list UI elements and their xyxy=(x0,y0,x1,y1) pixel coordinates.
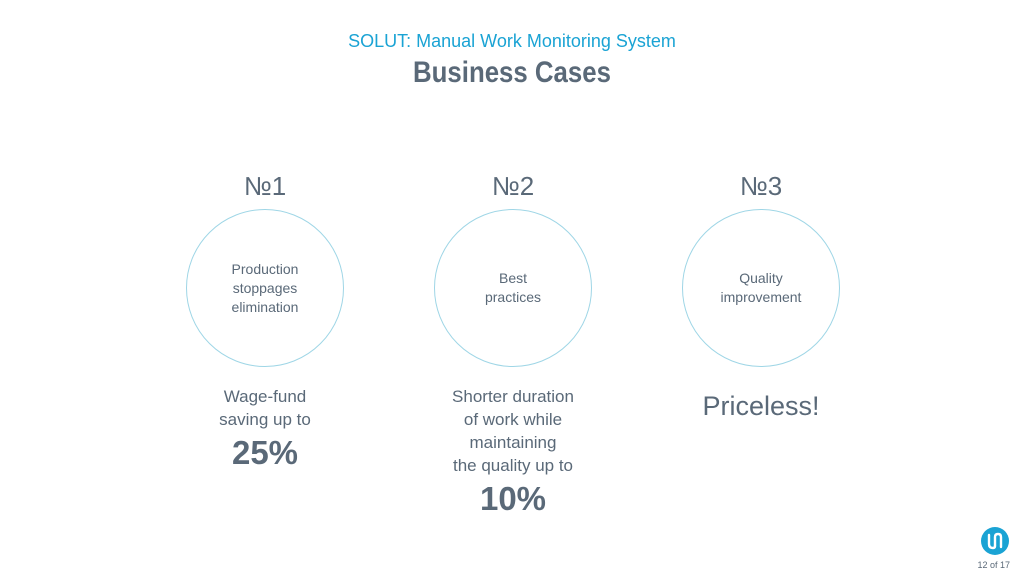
case-number: №2 xyxy=(491,171,535,201)
case-2: №2 Best practices Shorter duration of wo… xyxy=(403,170,623,519)
page-number: 12 of 17 xyxy=(977,560,1010,570)
case-result: Wage-fund saving up to xyxy=(219,387,311,429)
case-value: 25% xyxy=(231,434,299,471)
case-3: №3 Quality improvement Priceless! xyxy=(651,170,871,423)
case-value: 10% xyxy=(479,480,547,517)
case-number: №1 xyxy=(243,171,287,201)
presentation-subtitle: SOLUT: Manual Work Monitoring System xyxy=(348,31,676,51)
slide-title: Business Cases xyxy=(413,56,611,89)
case-circle: Quality improvement xyxy=(682,209,840,367)
case-circle-text: Production stoppages elimination xyxy=(231,260,299,315)
case-circle: Production stoppages elimination xyxy=(186,209,344,367)
case-circle: Best practices xyxy=(434,209,592,367)
case-result: Shorter duration of work while maintaini… xyxy=(452,387,574,475)
solut-logo-icon xyxy=(981,527,1009,555)
case-circle-text: Best practices xyxy=(484,270,542,305)
case-result: Priceless! xyxy=(702,391,820,421)
case-number: №3 xyxy=(739,171,783,201)
case-circle-text: Quality improvement xyxy=(720,270,802,305)
case-1: №1 Production stoppages elimination Wage… xyxy=(155,170,375,473)
